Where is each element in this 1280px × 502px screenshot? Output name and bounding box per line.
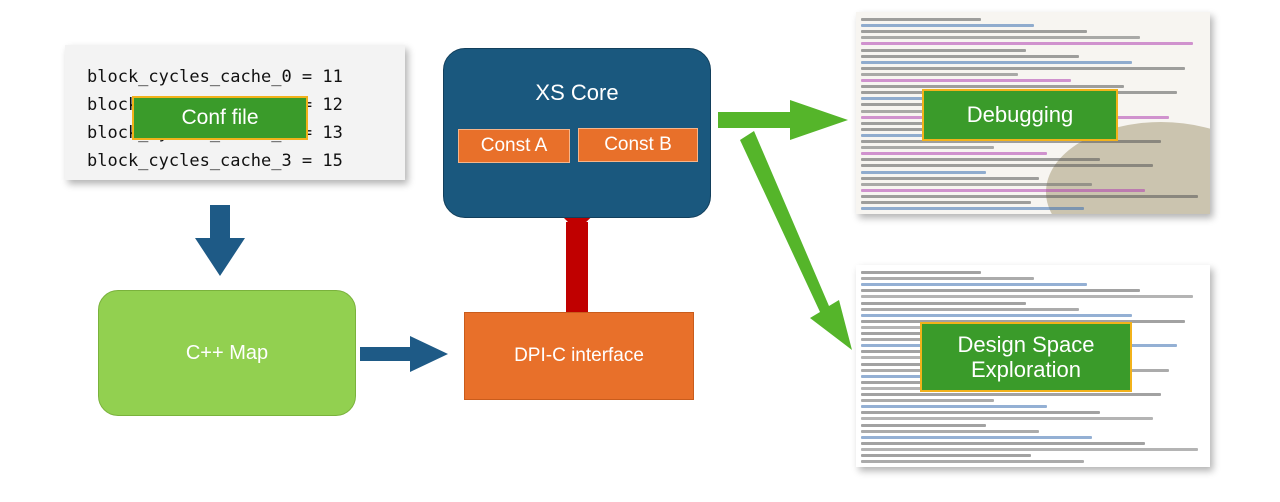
terminal-text-line (861, 79, 1071, 82)
terminal-text-line (861, 417, 1153, 421)
terminal-text-line (861, 194, 1198, 198)
terminal-text-line (861, 441, 1145, 445)
terminal-text-line (861, 423, 986, 427)
terminal-text-line (861, 18, 981, 21)
terminal-text-line (861, 307, 1079, 311)
terminal-text-line (861, 140, 1161, 143)
terminal-text-line (861, 289, 1140, 293)
arrow-dpic-stem (566, 222, 588, 312)
terminal-text-line (861, 30, 1087, 34)
terminal-text-line (861, 60, 1132, 64)
terminal-text-line (861, 42, 1193, 46)
dse-label: Design Space Exploration (920, 322, 1132, 392)
terminal-text-line (861, 207, 1084, 211)
terminal-text-line (861, 271, 981, 274)
terminal-text-line (861, 164, 1153, 168)
terminal-text-line (861, 170, 986, 174)
conf-line-3: block_cycles_cache_3 = 15 (87, 151, 343, 171)
const-a-box: Const A (458, 129, 570, 163)
terminal-text-line (861, 411, 1100, 415)
terminal-text-line (861, 48, 1026, 52)
terminal-text-line (861, 188, 1145, 192)
terminal-text-line (861, 313, 1132, 317)
cpp-map-box: C++ Map (98, 290, 356, 416)
terminal-text-line (861, 435, 1092, 439)
debugging-label: Debugging (922, 89, 1118, 141)
terminal-text-line (861, 158, 1100, 162)
arrow-conf-to-cppmap (195, 205, 245, 276)
terminal-text-line (861, 66, 1185, 70)
conf-file-label: Conf file (132, 96, 308, 140)
conf-line-0: block_cycles_cache_0 = 11 (87, 67, 343, 87)
terminal-text-line (861, 460, 1084, 464)
terminal-text-line (861, 54, 1079, 58)
dpi-c-interface-box: DPI-C interface (464, 312, 694, 400)
xs-core-title: XS Core (535, 80, 619, 105)
terminal-text-line (861, 399, 994, 403)
terminal-text-line (861, 454, 1031, 457)
terminal-text-line (861, 176, 1039, 180)
terminal-text-line (861, 146, 994, 150)
terminal-text-line (861, 85, 1124, 89)
terminal-text-line (861, 152, 1047, 156)
terminal-text-line (861, 283, 1087, 287)
terminal-text-line (861, 277, 1034, 281)
terminal-text-line (861, 72, 1018, 76)
terminal-text-line (861, 393, 1161, 396)
arrow-cppmap-to-dpic (360, 336, 448, 372)
terminal-text-line (861, 301, 1026, 305)
terminal-text-line (861, 36, 1140, 40)
terminal-text-line (861, 447, 1198, 451)
terminal-text-line (861, 201, 1031, 204)
terminal-text-line (861, 319, 1185, 323)
const-b-box: Const B (578, 128, 698, 162)
terminal-text-line (861, 24, 1034, 28)
terminal-text-line (861, 295, 1193, 299)
terminal-text-line (861, 182, 1092, 186)
terminal-text-line (861, 405, 1047, 409)
arrow-core-to-dse (740, 131, 852, 350)
arrow-core-to-debugging (718, 100, 848, 140)
terminal-text-line (861, 429, 1039, 433)
